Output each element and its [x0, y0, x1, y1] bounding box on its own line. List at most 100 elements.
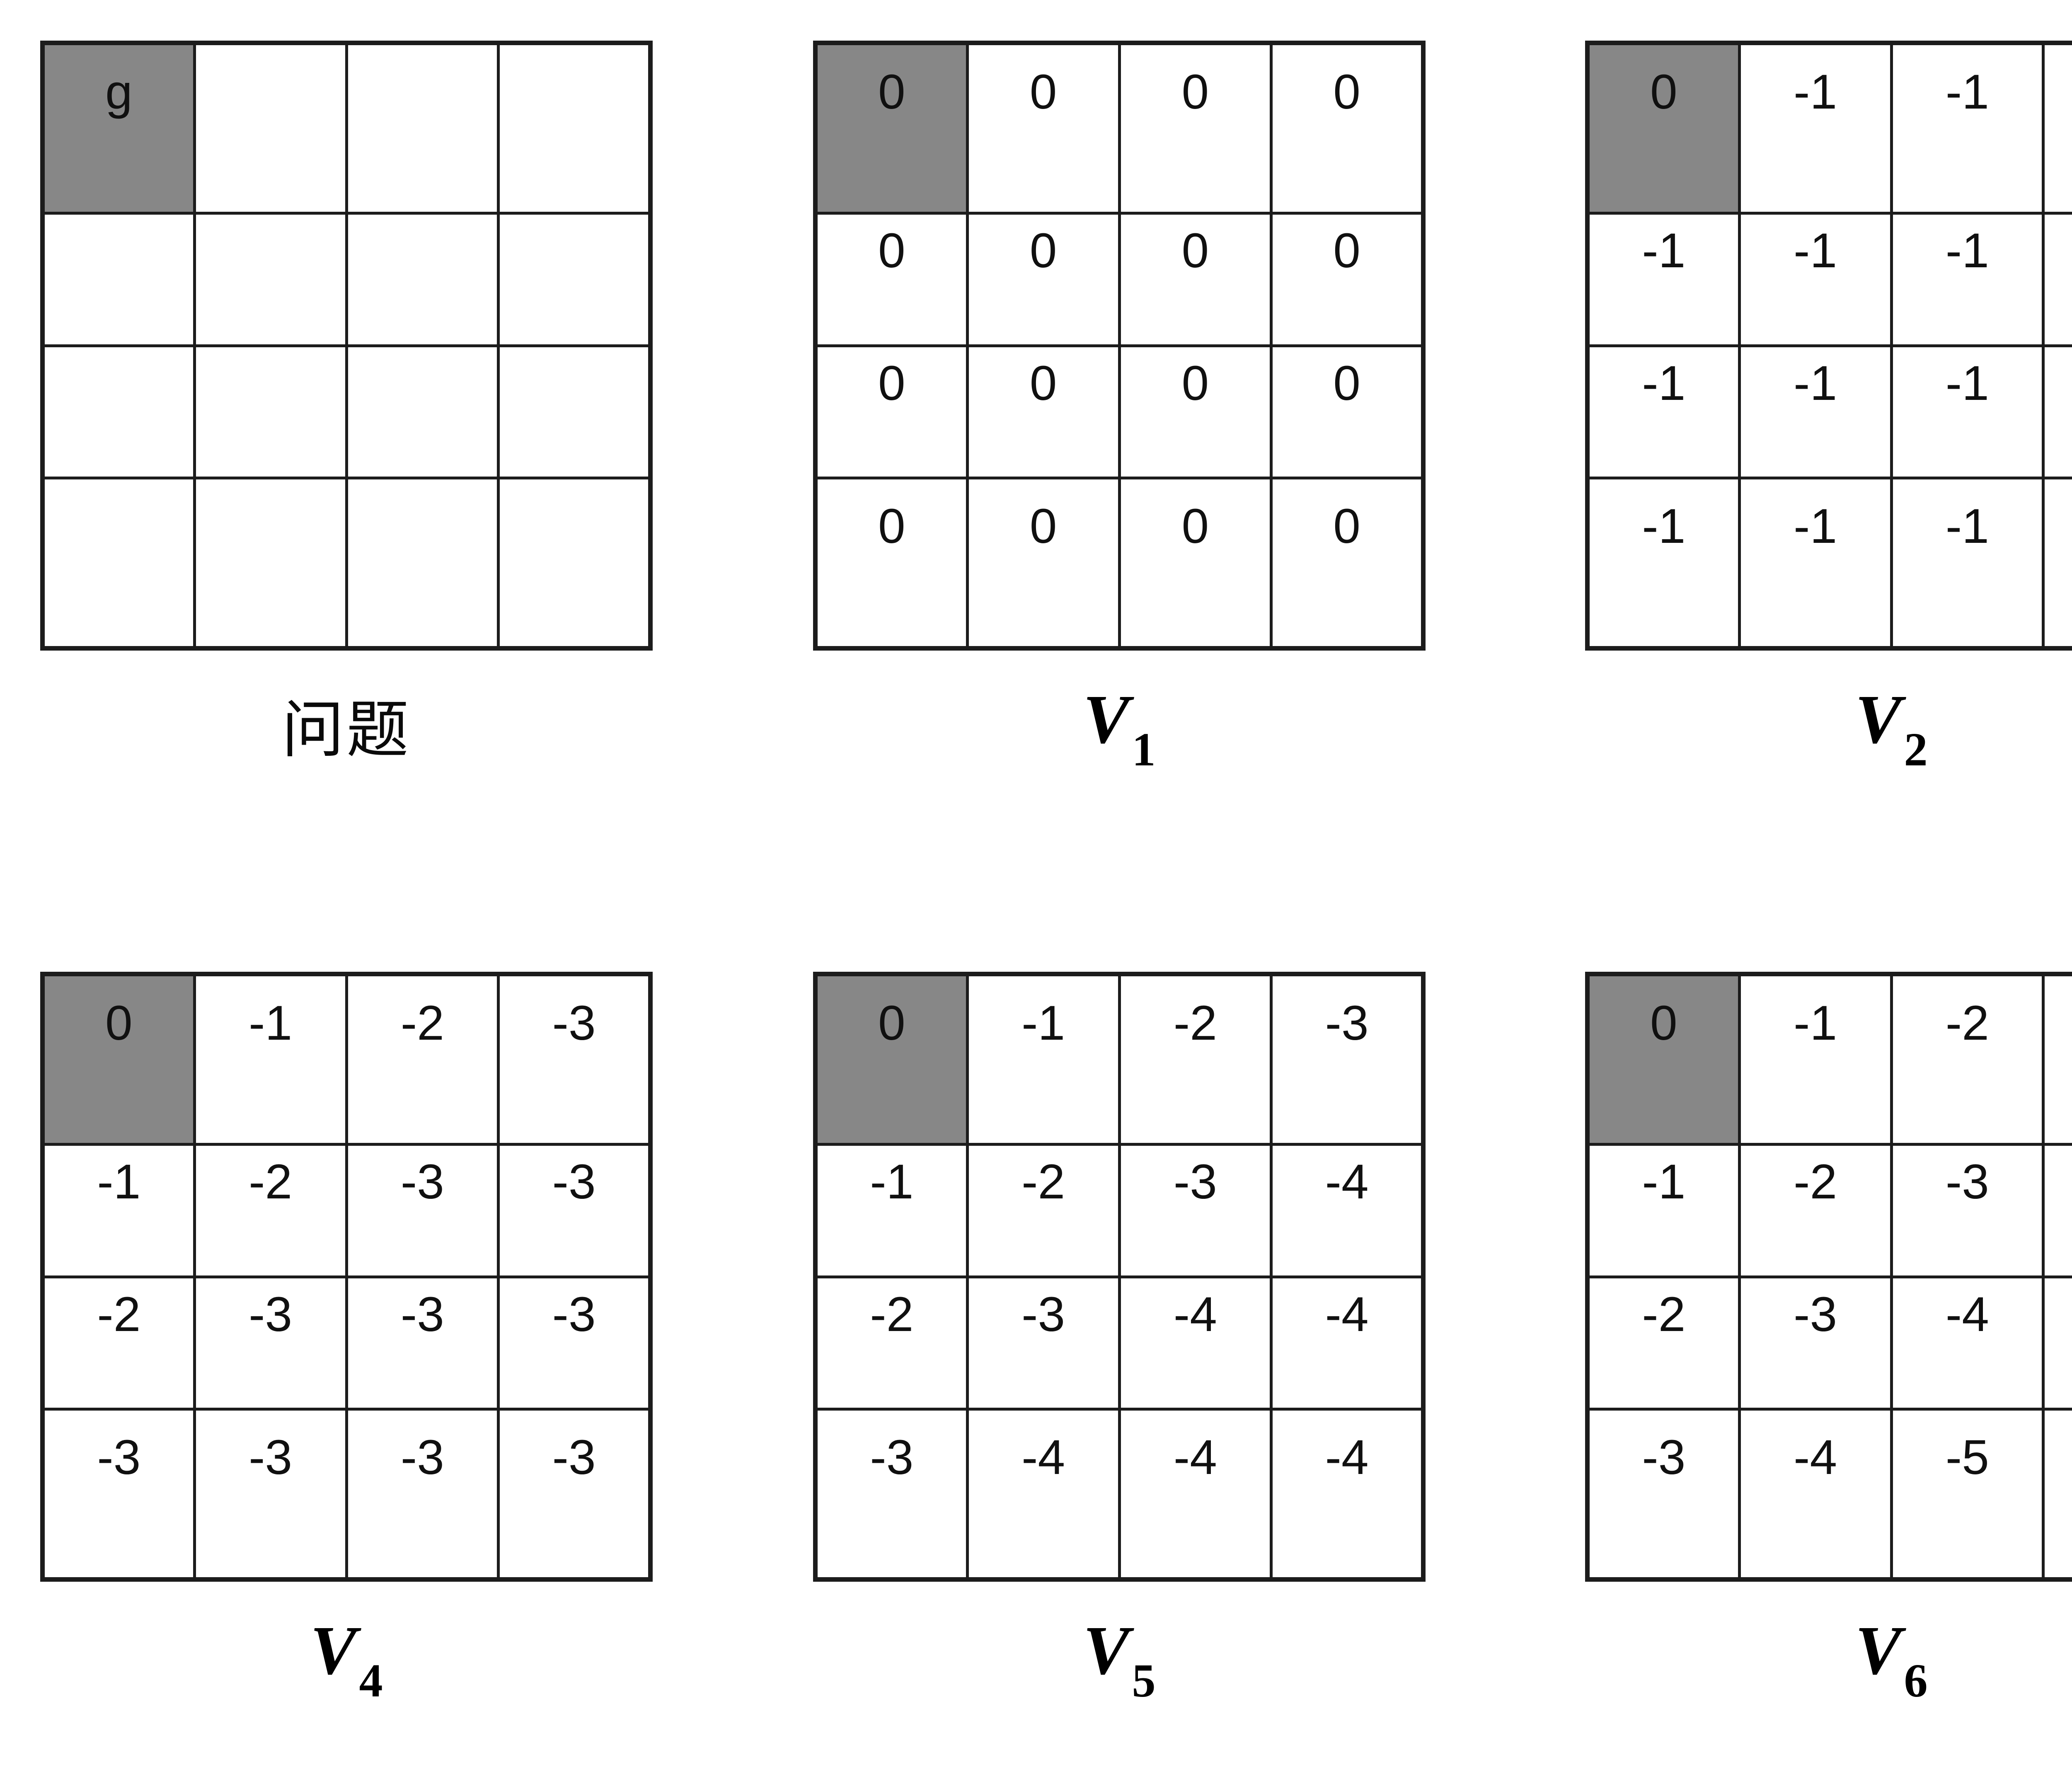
cell-value: -3	[1173, 1154, 1217, 1210]
grid-cell-r1c2[interactable]	[193, 41, 348, 215]
grid-cell-r2c1[interactable]	[41, 211, 196, 347]
grid-cell-r3c3[interactable]: 0	[1118, 344, 1273, 480]
grid-cell-r4c3[interactable]: -3	[345, 1408, 500, 1581]
goal-cell[interactable]: 0	[1586, 973, 1741, 1146]
grid-cell-r2c4[interactable]	[497, 211, 652, 347]
grid-cell-r3c1[interactable]	[41, 344, 196, 480]
grid-cell-r4c1[interactable]: 0	[814, 477, 969, 650]
grid-cell-r4c1[interactable]: -1	[1586, 477, 1741, 650]
grid-cell-r3c3[interactable]: -3	[345, 1275, 500, 1411]
grid-cell-r1c3[interactable]	[345, 41, 500, 215]
grid-cell-r4c4[interactable]: -4	[1270, 1408, 1425, 1581]
grid-cell-r4c1[interactable]	[41, 477, 196, 650]
goal-cell[interactable]: 0	[1586, 41, 1741, 215]
grid-cell-r3c2[interactable]: -3	[1738, 1275, 1893, 1411]
grid-cell-r3c4[interactable]: 0	[1270, 344, 1425, 480]
grid-cell-r4c4[interactable]: -5	[2042, 1408, 2072, 1581]
grid-cell-r3c1[interactable]: -2	[1586, 1275, 1741, 1411]
grid-cell-r1c4[interactable]: 0	[1270, 41, 1425, 215]
grid-cell-r2c4[interactable]: 0	[1270, 211, 1425, 347]
grid-cell-r1c2[interactable]: -1	[1738, 41, 1893, 215]
grid-cell-r4c4[interactable]: -1	[2042, 477, 2072, 650]
cell-value: 0	[1333, 223, 1360, 278]
grid-cell-r1c3[interactable]: -2	[1890, 973, 2045, 1146]
grid-cell-r2c3[interactable]	[345, 211, 500, 347]
grid-cell-r4c4[interactable]: 0	[1270, 477, 1425, 650]
grid-cell-r4c1[interactable]: -3	[41, 1408, 196, 1581]
grid-cell-r3c3[interactable]: -4	[1118, 1275, 1273, 1411]
grid-row: g	[41, 41, 652, 215]
grid-cell-r3c1[interactable]: -1	[1586, 344, 1741, 480]
grid-cell-r2c1[interactable]: -1	[41, 1142, 196, 1278]
grid-cell-r1c4[interactable]: -3	[497, 973, 652, 1146]
grid-cell-r2c3[interactable]: -3	[1118, 1142, 1273, 1278]
grid-cell-r1c3[interactable]: -2	[345, 973, 500, 1146]
grid-cell-r2c1[interactable]: -1	[1586, 1142, 1741, 1278]
goal-cell[interactable]: 0	[814, 41, 969, 215]
grid-cell-r2c2[interactable]: -1	[1738, 211, 1893, 347]
grid-cell-r2c2[interactable]: -2	[1738, 1142, 1893, 1278]
grid-cell-r4c4[interactable]: -3	[497, 1408, 652, 1581]
grid-cell-r2c4[interactable]: -3	[497, 1142, 652, 1278]
grid-cell-r1c3[interactable]: -1	[1890, 41, 2045, 215]
grid-cell-r3c1[interactable]: -2	[41, 1275, 196, 1411]
grid-cell-r4c2[interactable]: -4	[966, 1408, 1121, 1581]
grid-cell-r2c3[interactable]: -3	[345, 1142, 500, 1278]
grid-cell-r2c2[interactable]: -2	[966, 1142, 1121, 1278]
grid-cell-r2c3[interactable]: 0	[1118, 211, 1273, 347]
grid-cell-r3c4[interactable]: -4	[1270, 1275, 1425, 1411]
grid-cell-r2c2[interactable]: 0	[966, 211, 1121, 347]
grid-cell-r4c2[interactable]: -3	[193, 1408, 348, 1581]
grid-cell-r3c2[interactable]	[193, 344, 348, 480]
grid-cell-r4c2[interactable]	[193, 477, 348, 650]
grid-cell-r4c2[interactable]: -1	[1738, 477, 1893, 650]
grid-cell-r2c4[interactable]: -4	[1270, 1142, 1425, 1278]
grid-cell-r2c4[interactable]: -1	[2042, 211, 2072, 347]
caption-text: V	[1855, 681, 1902, 758]
grid-cell-r3c2[interactable]: -3	[966, 1275, 1121, 1411]
grid-cell-r4c3[interactable]: -4	[1118, 1408, 1273, 1581]
grid-cell-r3c1[interactable]: -2	[814, 1275, 969, 1411]
grid-cell-r2c3[interactable]: -1	[1890, 211, 2045, 347]
grid-cell-r1c4[interactable]: -3	[1270, 973, 1425, 1146]
grid-cell-r1c2[interactable]: -1	[193, 973, 348, 1146]
grid-cell-r2c4[interactable]: -4	[2042, 1142, 2072, 1278]
grid-cell-r3c2[interactable]: -3	[193, 1275, 348, 1411]
grid-cell-r4c1[interactable]: -3	[814, 1408, 969, 1581]
grid-cell-r1c4[interactable]	[497, 41, 652, 215]
grid-cell-r1c2[interactable]: -1	[966, 973, 1121, 1146]
grid-cell-r4c3[interactable]: -5	[1890, 1408, 2045, 1581]
grid-cell-r3c4[interactable]: -5	[2042, 1275, 2072, 1411]
grid-cell-r3c2[interactable]: 0	[966, 344, 1121, 480]
grid-cell-r3c4[interactable]: -1	[2042, 344, 2072, 480]
grid-cell-r2c1[interactable]: -1	[1586, 211, 1741, 347]
goal-cell[interactable]: 0	[41, 973, 196, 1146]
grid-cell-r4c3[interactable]: -1	[1890, 477, 2045, 650]
grid-cell-r3c1[interactable]: 0	[814, 344, 969, 480]
goal-cell[interactable]: 0	[814, 973, 969, 1146]
grid-cell-r1c2[interactable]: -1	[1738, 973, 1893, 1146]
grid-cell-r1c4[interactable]: -3	[2042, 973, 2072, 1146]
goal-cell[interactable]: g	[41, 41, 196, 215]
grid-cell-r2c1[interactable]: -1	[814, 1142, 969, 1278]
grid-cell-r4c3[interactable]: 0	[1118, 477, 1273, 650]
grid-cell-r1c3[interactable]: -2	[1118, 973, 1273, 1146]
grid-cell-r4c2[interactable]: 0	[966, 477, 1121, 650]
grid-cell-r1c4[interactable]: -1	[2042, 41, 2072, 215]
grid-cell-r1c3[interactable]: 0	[1118, 41, 1273, 215]
grid-cell-r4c3[interactable]	[345, 477, 500, 650]
grid-cell-r3c4[interactable]: -3	[497, 1275, 652, 1411]
grid-cell-r2c2[interactable]: -2	[193, 1142, 348, 1278]
grid-cell-r3c2[interactable]: -1	[1738, 344, 1893, 480]
grid-cell-r3c4[interactable]	[497, 344, 652, 480]
grid-cell-r2c2[interactable]	[193, 211, 348, 347]
grid-cell-r4c1[interactable]: -3	[1586, 1408, 1741, 1581]
grid-cell-r4c4[interactable]	[497, 477, 652, 650]
grid-cell-r3c3[interactable]: -4	[1890, 1275, 2045, 1411]
grid-cell-r2c3[interactable]: -3	[1890, 1142, 2045, 1278]
grid-cell-r3c3[interactable]: -1	[1890, 344, 2045, 480]
grid-cell-r4c2[interactable]: -4	[1738, 1408, 1893, 1581]
grid-cell-r1c2[interactable]: 0	[966, 41, 1121, 215]
grid-cell-r2c1[interactable]: 0	[814, 211, 969, 347]
grid-cell-r3c3[interactable]	[345, 344, 500, 480]
